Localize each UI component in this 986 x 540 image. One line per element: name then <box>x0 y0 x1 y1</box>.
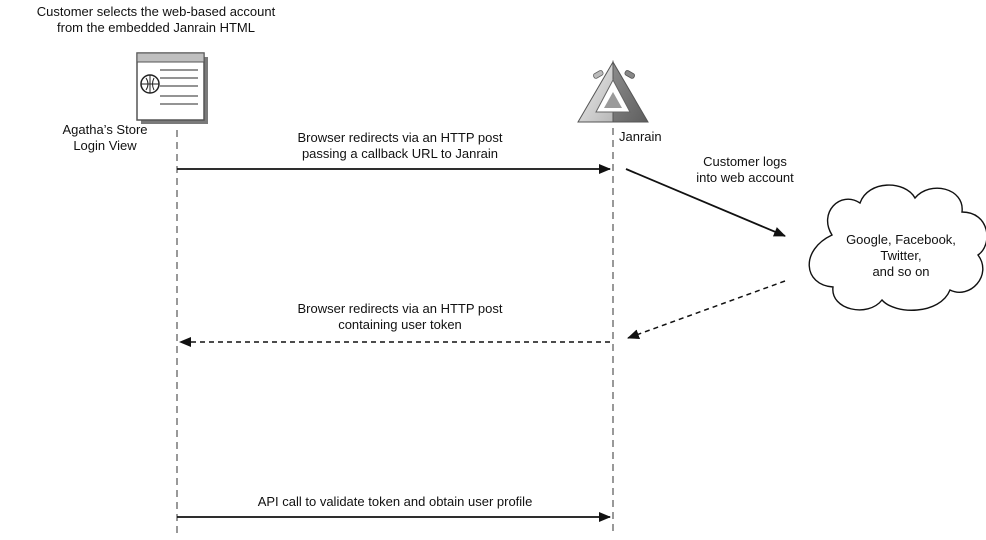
message-3-line2: containing user token <box>338 317 462 332</box>
message-2-line1: Customer logs <box>703 154 787 169</box>
top-note-line2: from the embedded Janrain HTML <box>57 20 255 35</box>
message-1-label: Browser redirects via an HTTP post passi… <box>240 130 560 162</box>
store-label: Agatha’s Store Login View <box>40 122 170 154</box>
arrow-providers-to-janrain <box>627 280 786 339</box>
top-note: Customer selects the web-based account f… <box>6 4 306 36</box>
janrain-label: Janrain <box>619 129 662 145</box>
message-1-line2: passing a callback URL to Janrain <box>301 146 499 161</box>
providers-line3: and so on <box>872 264 930 279</box>
store-label-line2: Login View <box>73 138 137 153</box>
providers-line2: Twitter, <box>880 248 922 263</box>
cloud-icon <box>808 184 986 311</box>
janrain-pyramid-icon <box>577 60 649 123</box>
message-3-line1: Browser redirects via an HTTP post <box>297 301 503 316</box>
message-1-line1: Browser redirects via an HTTP post <box>297 130 503 145</box>
providers-label: Google, Facebook, Twitter, and so on <box>826 232 976 280</box>
janrain-label-text: Janrain <box>619 129 662 144</box>
message-2-label: Customer logs into web account <box>680 154 810 186</box>
arrow-janrain-to-providers <box>625 168 786 237</box>
message-2-line2: into web account <box>696 170 794 185</box>
message-3-label: Browser redirects via an HTTP post conta… <box>240 301 560 333</box>
message-4-label: API call to validate token and obtain us… <box>210 494 580 510</box>
top-note-line1: Customer selects the web-based account <box>36 4 276 19</box>
message-4-line1: API call to validate token and obtain us… <box>257 494 533 509</box>
store-label-line1: Agatha’s Store <box>62 122 148 137</box>
providers-line1: Google, Facebook, <box>846 232 956 247</box>
browser-window-icon <box>136 52 208 124</box>
